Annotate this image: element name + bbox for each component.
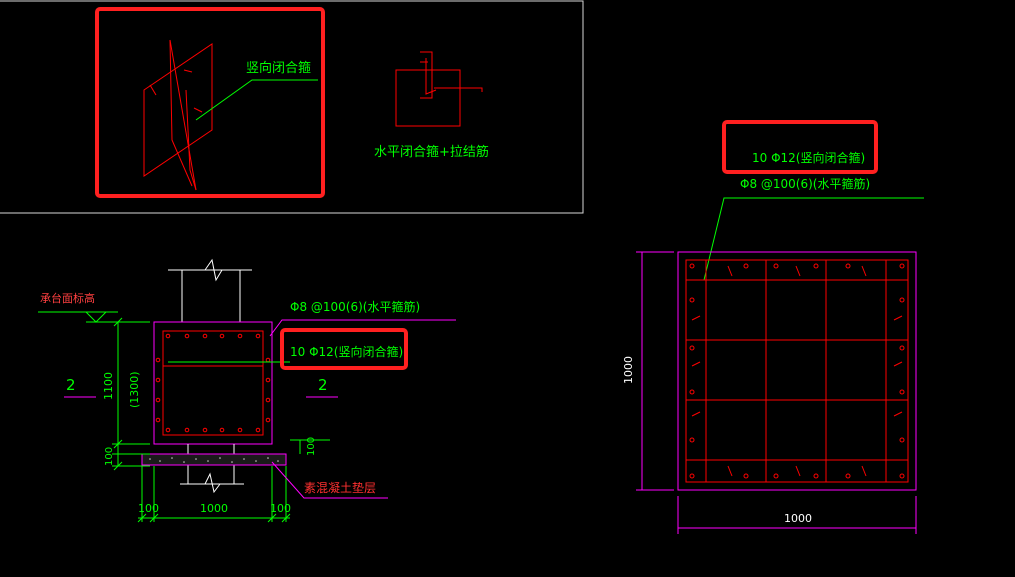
plan-vert-rebar-note: 10 Φ12(竖向闭合箍) [752,150,865,165]
concrete-pad [141,453,287,466]
concrete-pad-label: 素混凝土垫层 [304,480,376,495]
highlight-box-plan[interactable] [722,120,878,174]
rebar-dots [155,333,271,433]
dim-bottom-left: 100 [104,447,115,466]
section-view: 承台面标高 [38,258,456,523]
pad-leader [271,461,388,499]
cap-outline [153,321,273,445]
plan-dim-bottom: 1000 [784,512,812,525]
plan-outline [677,251,917,491]
section-vert-rebar-note: 10 Φ12(竖向闭合箍) [290,344,403,359]
horiz-note-leader [269,319,456,337]
detail-frame [0,0,584,214]
hoop-outline [162,330,264,436]
section-cut-right: 2 [318,376,328,394]
elevation-symbol [85,311,107,323]
detail-panel: 竖向闭合箍 水平闭合箍+拉结筋 [0,0,584,214]
dim-base-mid: 1000 [200,502,228,515]
pad-hatch [149,457,279,463]
vertical-dimensions [112,317,330,471]
vertical-hoop-leader [195,79,318,121]
section-cut-left: 2 [66,376,76,394]
vertical-hoop-label: 竖向闭合箍 [246,60,311,76]
plan-hoop-outline [685,259,909,483]
top-elevation-label: 承台面标高 [40,291,95,305]
plan-hook-ticks [691,265,903,477]
highlight-box-detail[interactable] [95,7,325,198]
plan-leader [703,197,924,281]
base-dimensions [137,466,291,523]
dim-right-small: 100 [306,437,317,456]
plan-horiz-rebar-note: Φ8 @100(6)(水平箍筋) [740,176,870,191]
column-above [168,258,252,322]
plan-rebar-dots [689,263,905,479]
plan-dim-side: 1000 [622,356,635,384]
horizontal-hoop-label: 水平闭合箍+拉结筋 [374,144,489,160]
plan-dimensions [636,251,917,534]
vertical-hoop-sketch [143,39,213,191]
section-horiz-rebar-note: Φ8 @100(6)(水平箍筋) [290,299,420,314]
dim-height: 1100 [102,372,115,400]
plan-view: 10 Φ12(竖向闭合箍) Φ8 @100(6)(水平箍筋) [622,120,924,534]
dim-base-right: 100 [270,502,291,515]
pile-below [180,444,244,494]
plan-grid [686,260,908,482]
highlight-box-section[interactable] [280,328,408,370]
dim-base-left: 100 [138,502,159,515]
dim-height-alt: (1300) [128,371,141,408]
horizontal-hoop-sketch [395,51,483,127]
